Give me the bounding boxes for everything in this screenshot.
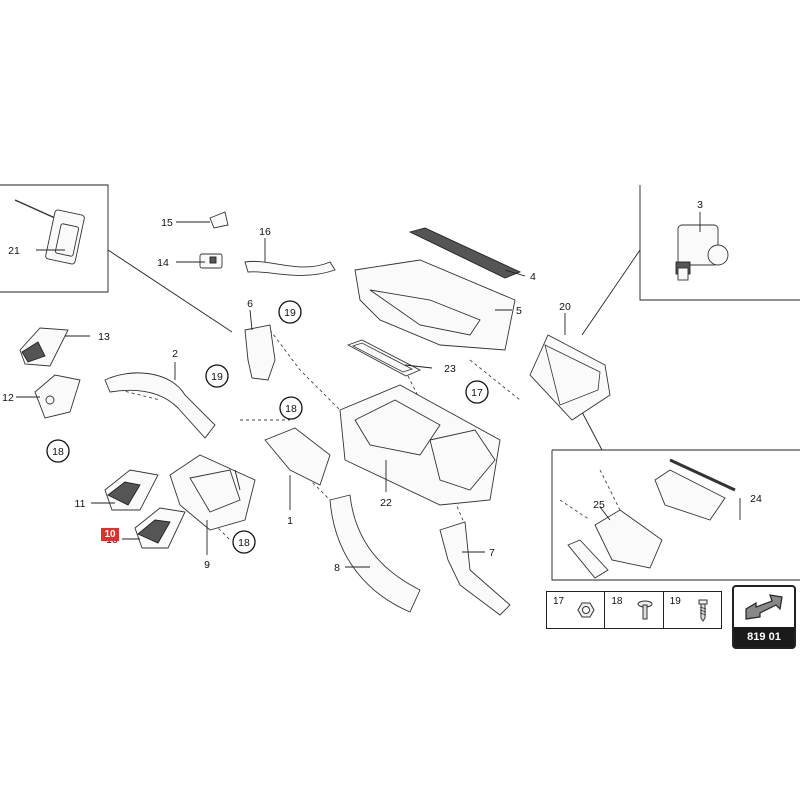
callout-2[interactable]: 2 (172, 348, 178, 360)
legend-item-18[interactable]: 18 (605, 592, 664, 628)
callout-9[interactable]: 9 (204, 559, 210, 571)
legend-item-17[interactable]: 17 (547, 592, 606, 628)
part-25-filter (567, 509, 663, 579)
legend-item-19[interactable]: 19 (664, 592, 721, 628)
svg-text:19: 19 (284, 307, 296, 319)
part-4-seal-strip (408, 227, 522, 279)
legend-number: 17 (553, 596, 565, 607)
callout-19-b[interactable]: 19 (205, 364, 229, 388)
callout-25[interactable]: 25 (593, 499, 605, 511)
inset-frames (0, 184, 800, 581)
svg-text:18: 18 (238, 537, 250, 549)
circled-callouts: 19 19 18 18 18 17 (46, 300, 489, 554)
page-id-badge[interactable]: 819 01 (732, 585, 796, 649)
part-3-actuator (675, 224, 729, 281)
part-11-vent (104, 469, 159, 511)
part-23-gasket (346, 339, 422, 377)
part-12-bracket (34, 374, 81, 419)
part-24-filter-housing (654, 458, 736, 521)
screw-icon (698, 599, 708, 622)
callout-21[interactable]: 21 (8, 245, 20, 257)
svg-text:17: 17 (471, 387, 483, 399)
callout-4[interactable]: 4 (530, 271, 536, 283)
callout-16[interactable]: 16 (259, 226, 271, 238)
part-5-cover (354, 259, 516, 351)
callout-8[interactable]: 8 (334, 562, 340, 574)
callout-1[interactable]: 1 (287, 515, 293, 527)
part-2-duct (104, 372, 216, 439)
svg-text:19: 19 (211, 371, 223, 383)
part-15-clip (209, 211, 229, 229)
nut-icon (577, 602, 595, 618)
callout-20[interactable]: 20 (559, 301, 571, 313)
page-id-label: 819 01 (734, 627, 794, 647)
callout-5[interactable]: 5 (516, 305, 522, 317)
part-10-vent (134, 507, 186, 549)
callout-23[interactable]: 23 (444, 363, 456, 375)
fastener-legend: 17 18 19 (546, 591, 722, 629)
part-14-clip (199, 253, 223, 269)
callout-7[interactable]: 7 (489, 547, 495, 559)
callout-labels: 1 2 3 4 5 6 7 8 9 10 11 12 13 14 15 16 2… (2, 199, 762, 574)
part-20-housing (529, 334, 611, 421)
svg-text:18: 18 (52, 446, 64, 458)
leader-lines (16, 212, 741, 568)
svg-text:18: 18 (285, 403, 297, 415)
part-7-duct (439, 521, 511, 616)
callout-19-a[interactable]: 19 (278, 300, 302, 324)
callout-6[interactable]: 6 (247, 298, 253, 310)
part-6-duct (244, 324, 276, 381)
part-9-bracket (169, 454, 256, 531)
callout-22[interactable]: 22 (380, 497, 392, 509)
callout-18-a[interactable]: 18 (279, 396, 303, 420)
part-13-vent (19, 327, 69, 367)
callout-18-c[interactable]: 18 (232, 530, 256, 554)
part-8-duct (329, 494, 421, 613)
legend-number: 18 (611, 596, 623, 607)
navigation-arrow-icon (745, 594, 783, 620)
callout-18-b[interactable]: 18 (46, 439, 70, 463)
part-1-duct (264, 427, 331, 486)
part-16-duct (244, 260, 336, 276)
callout-15[interactable]: 15 (161, 217, 173, 229)
callout-13[interactable]: 13 (98, 331, 110, 343)
callout-3[interactable]: 3 (697, 199, 703, 211)
clip-icon (637, 600, 653, 620)
legend-number: 19 (669, 596, 681, 607)
callout-14[interactable]: 14 (157, 257, 169, 269)
part-22-hvac-housing (339, 384, 501, 506)
callout-17-a[interactable]: 17 (465, 380, 489, 404)
callout-12[interactable]: 12 (2, 392, 14, 404)
callout-24[interactable]: 24 (750, 493, 762, 505)
highlight-tag-10[interactable]: 10 (101, 528, 119, 541)
callout-11[interactable]: 11 (75, 498, 86, 510)
part-21-actuator (14, 199, 85, 265)
